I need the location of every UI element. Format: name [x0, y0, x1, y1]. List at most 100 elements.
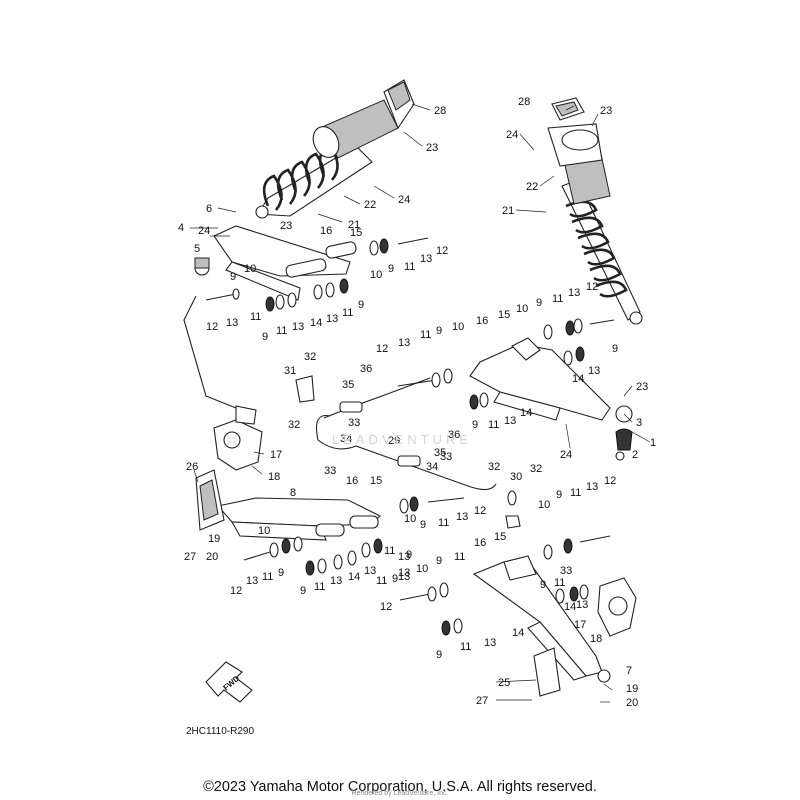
callout: 13 — [586, 481, 598, 493]
upper-right-a-arm[interactable] — [469, 337, 633, 461]
callout: 13 — [364, 565, 376, 577]
callout: 36 — [448, 429, 460, 441]
callout: 11 — [420, 329, 431, 341]
callout: 11 — [314, 581, 325, 593]
callout: 13 — [292, 321, 304, 333]
callout: 21 — [348, 219, 360, 231]
callout: 2 — [632, 449, 638, 461]
callout: 13 — [568, 287, 580, 299]
callouts: 28 23 24 22 21 6 4 24 23 16 15 12 13 11 … — [178, 96, 656, 709]
callout: 10 — [404, 513, 416, 525]
callout: 11 — [438, 517, 449, 529]
callout: 11 — [404, 261, 415, 273]
left-shock-absorber[interactable] — [255, 79, 415, 219]
callout: 23 — [636, 381, 648, 393]
fwd-arrow-icon: FWD — [205, 661, 253, 703]
callout: 22 — [526, 181, 538, 193]
callout: 33 — [560, 565, 572, 577]
callout: 23 — [426, 142, 438, 154]
callout: 11 — [276, 325, 287, 337]
callout: 28 — [434, 105, 446, 117]
callout: 9 — [540, 579, 546, 591]
stabilizer-bar[interactable] — [295, 375, 497, 491]
callout: 4 — [178, 222, 184, 234]
lower-right-a-arm[interactable] — [472, 555, 637, 697]
callout: 11 — [262, 571, 273, 583]
callout: 9 — [392, 573, 398, 585]
right-shock-absorber[interactable] — [547, 97, 643, 325]
callout: 13 — [398, 337, 410, 349]
callout: 11 — [554, 577, 565, 589]
hardware-stacks — [205, 237, 615, 636]
callout: 9 — [358, 299, 364, 311]
callout: 16 — [476, 315, 488, 327]
callout: 9 — [230, 271, 236, 283]
callout: 11 — [460, 641, 471, 653]
callout: 23 — [280, 220, 292, 232]
callout: 6 — [206, 203, 212, 215]
callout: 16 — [346, 475, 358, 487]
callout: 14 — [348, 571, 360, 583]
callout: 22 — [364, 199, 376, 211]
callout: 11 — [488, 419, 499, 431]
callout: 13 — [246, 575, 258, 587]
callout: 8 — [290, 487, 296, 499]
callout: 19 — [208, 533, 220, 545]
callout: 9 — [262, 331, 268, 343]
reference-code: 2HC1110-R290 — [186, 726, 255, 737]
callout: 1 — [650, 437, 656, 449]
callout: 31 — [284, 365, 296, 377]
callout: 27 — [476, 695, 488, 707]
callout: 13 — [398, 551, 410, 563]
callout: 18 — [268, 471, 280, 483]
callout: 9 — [420, 519, 426, 531]
callout: 13 — [226, 317, 238, 329]
callout: 15 — [350, 227, 362, 239]
callout: 34 — [340, 433, 352, 445]
callout: 16 — [320, 225, 332, 237]
callout: 15 — [370, 475, 382, 487]
callout: 13 — [504, 415, 516, 427]
callout: 13 — [588, 365, 600, 377]
copyright-notice: ©2023 Yamaha Motor Corporation, U.S.A. A… — [203, 779, 597, 795]
callout: 13 — [420, 253, 432, 265]
callout: 24 — [506, 129, 518, 141]
callout: 20 — [206, 551, 218, 563]
callout: 24 — [560, 449, 572, 461]
callout: 9 — [436, 649, 442, 661]
callout: 30 — [510, 471, 522, 483]
callout: 19 — [626, 683, 638, 695]
callout: 11 — [342, 307, 353, 319]
callout: 14 — [310, 317, 322, 329]
callout: 9 — [388, 263, 394, 275]
callout: 9 — [472, 419, 478, 431]
callout: 12 — [230, 585, 242, 597]
callout: 33 — [348, 417, 360, 429]
callout: 33 — [440, 451, 452, 463]
callout: 27 — [184, 551, 196, 563]
callout: 24 — [198, 225, 210, 237]
callout: 9 — [556, 489, 562, 501]
leader-lines — [190, 103, 651, 703]
callout: 13 — [398, 571, 410, 583]
callout: 17 — [270, 449, 282, 461]
callout: 11 — [250, 311, 261, 323]
callout: 12 — [376, 343, 388, 355]
callout: 26 — [186, 461, 198, 473]
lower-left-a-arm[interactable] — [195, 469, 382, 541]
callout: 14 — [572, 373, 584, 385]
callout: 13 — [576, 599, 588, 611]
callout: 11 — [570, 487, 581, 499]
callout: 21 — [502, 205, 514, 217]
callout: 23 — [600, 105, 612, 117]
callout: 12 — [474, 505, 486, 517]
upper-left-a-arm[interactable] — [194, 225, 357, 301]
callout: 10 — [258, 525, 270, 537]
callout: 9 — [436, 555, 442, 567]
watermark: LEADVENTURE — [331, 432, 473, 447]
callout: 35 — [342, 379, 354, 391]
callout: 13 — [326, 313, 338, 325]
callout: 3 — [636, 417, 642, 429]
left-knuckle[interactable] — [183, 295, 263, 471]
